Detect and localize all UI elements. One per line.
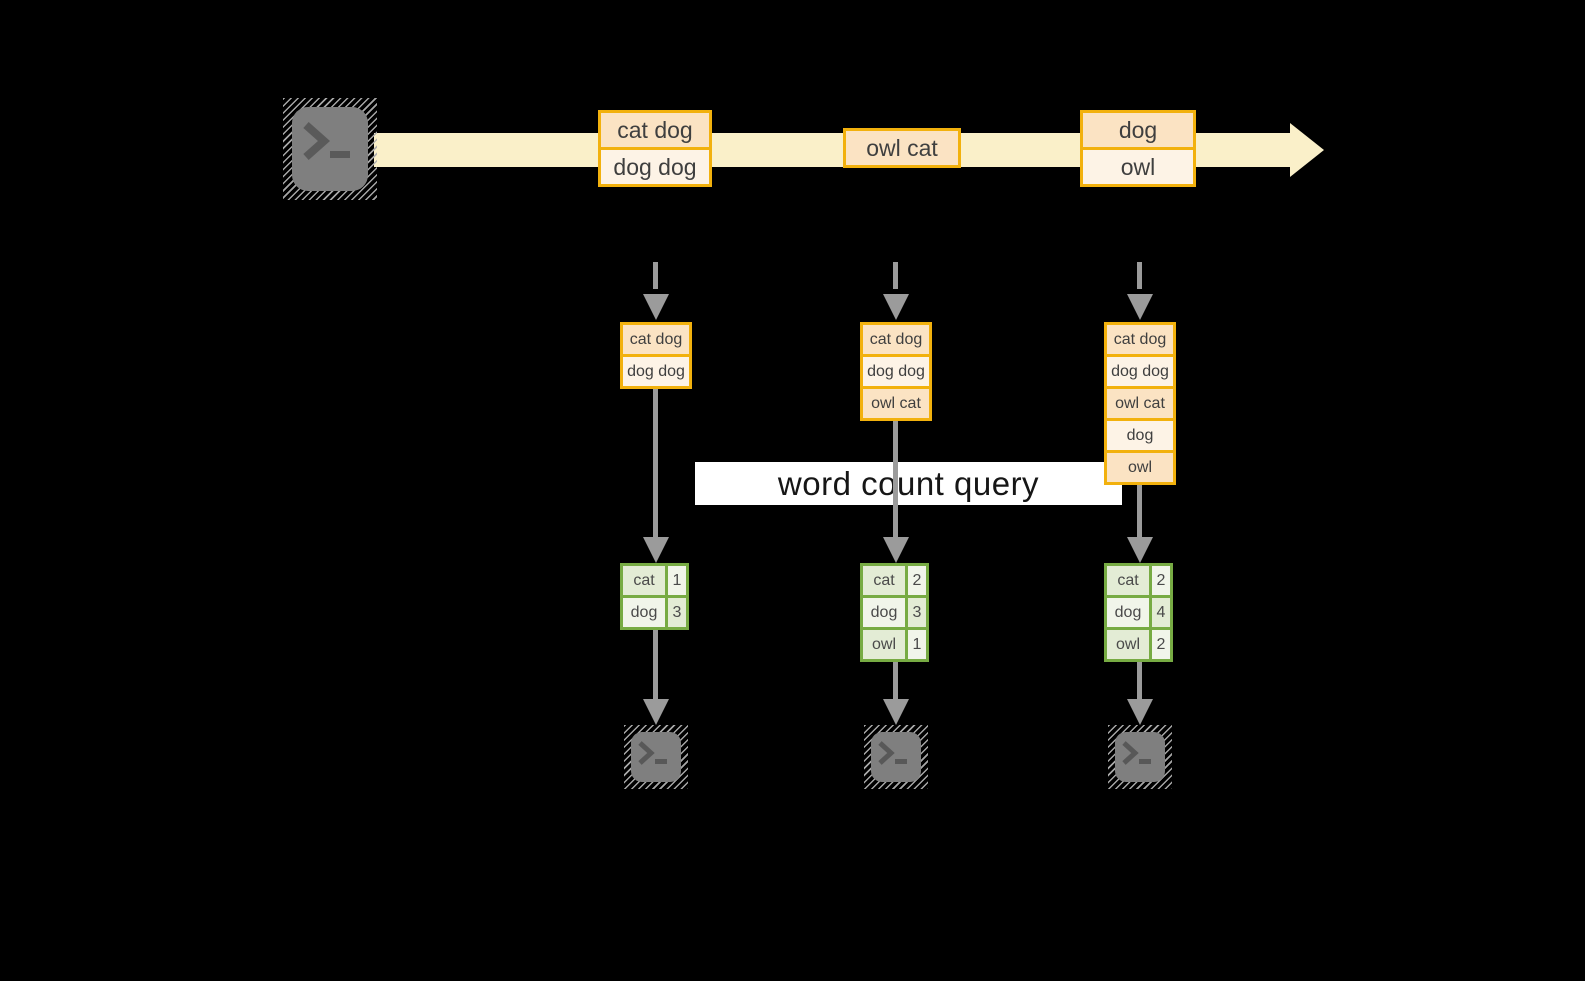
process-arrow-head-icon — [883, 537, 909, 563]
dashed-arrow-stem — [893, 262, 898, 289]
event-line: owl cat — [846, 131, 958, 165]
window-line: cat dog — [1107, 325, 1173, 354]
word-count-table-3: cat 2 dog 4 owl 2 — [1104, 563, 1173, 662]
output-arrow-head-icon — [883, 699, 909, 725]
window-line: owl — [1107, 450, 1173, 482]
table-cell-word: dog — [1107, 595, 1149, 627]
output-terminal-icon — [864, 725, 928, 789]
table-cell-count: 1 — [905, 627, 926, 659]
terminal-prompt-icon — [638, 741, 667, 765]
output-terminal-icon — [624, 725, 688, 789]
terminal-prompt-icon — [1122, 741, 1151, 765]
event-box-3: dog owl — [1080, 110, 1196, 187]
table-cell-count: 3 — [905, 595, 926, 627]
table-cell-word: cat — [623, 566, 665, 595]
word-count-table-2: cat 2 dog 3 owl 1 — [860, 563, 929, 662]
stream-timeline-arrowhead — [1290, 123, 1324, 177]
event-box-1: cat dog dog dog — [598, 110, 712, 187]
table-cell-count: 2 — [1149, 566, 1170, 595]
dashed-arrow-stem — [653, 262, 658, 289]
query-label: word count query — [695, 462, 1122, 505]
dashed-arrow-stem — [1137, 262, 1142, 289]
dashed-arrow-head-icon — [1127, 294, 1153, 320]
terminal-prompt-icon — [303, 122, 350, 160]
terminal-icon-body — [1115, 732, 1165, 782]
output-arrow-head-icon — [643, 699, 669, 725]
process-arrow-stem — [1137, 485, 1142, 539]
table-cell-count: 1 — [665, 566, 686, 595]
dashed-arrow-head-icon — [883, 294, 909, 320]
output-arrow-stem — [893, 659, 898, 701]
process-arrow-head-icon — [643, 537, 669, 563]
event-line: cat dog — [601, 113, 709, 147]
window-line: cat dog — [623, 325, 689, 354]
window-line: owl cat — [1107, 386, 1173, 418]
table-cell-word: cat — [863, 566, 905, 595]
window-line: dog dog — [1107, 354, 1173, 386]
output-arrow-head-icon — [1127, 699, 1153, 725]
table-cell-word: owl — [863, 627, 905, 659]
event-line: owl — [1083, 147, 1193, 184]
event-box-2: owl cat — [843, 128, 961, 168]
table-cell-word: dog — [863, 595, 905, 627]
terminal-prompt-icon — [878, 741, 907, 765]
table-cell-word: dog — [623, 595, 665, 627]
table-cell-word: owl — [1107, 627, 1149, 659]
window-line: cat dog — [863, 325, 929, 354]
process-arrow-stem — [893, 421, 898, 539]
table-cell-count: 2 — [905, 566, 926, 595]
table-cell-count: 4 — [1149, 595, 1170, 627]
table-cell-word: cat — [1107, 566, 1149, 595]
process-arrow-stem — [653, 389, 658, 539]
terminal-icon-body — [631, 732, 681, 782]
window-stack-2: cat dog dog dog owl cat — [860, 322, 932, 421]
terminal-icon-body — [292, 107, 368, 191]
output-terminal-icon — [1108, 725, 1172, 789]
output-arrow-stem — [1137, 659, 1142, 701]
window-stack-1: cat dog dog dog — [620, 322, 692, 389]
terminal-icon-body — [871, 732, 921, 782]
word-count-table-1: cat 1 dog 3 — [620, 563, 689, 630]
window-line: dog dog — [623, 354, 689, 386]
window-line: dog — [1107, 418, 1173, 450]
dashed-arrow-head-icon — [643, 294, 669, 320]
window-line: owl cat — [863, 386, 929, 418]
table-cell-count: 3 — [665, 595, 686, 627]
output-arrow-stem — [653, 628, 658, 701]
event-line: dog dog — [601, 147, 709, 184]
stream-source-terminal-icon — [283, 98, 377, 200]
window-stack-3: cat dog dog dog owl cat dog owl — [1104, 322, 1176, 485]
event-line: dog — [1083, 113, 1193, 147]
window-line: dog dog — [863, 354, 929, 386]
process-arrow-head-icon — [1127, 537, 1153, 563]
table-cell-count: 2 — [1149, 627, 1170, 659]
